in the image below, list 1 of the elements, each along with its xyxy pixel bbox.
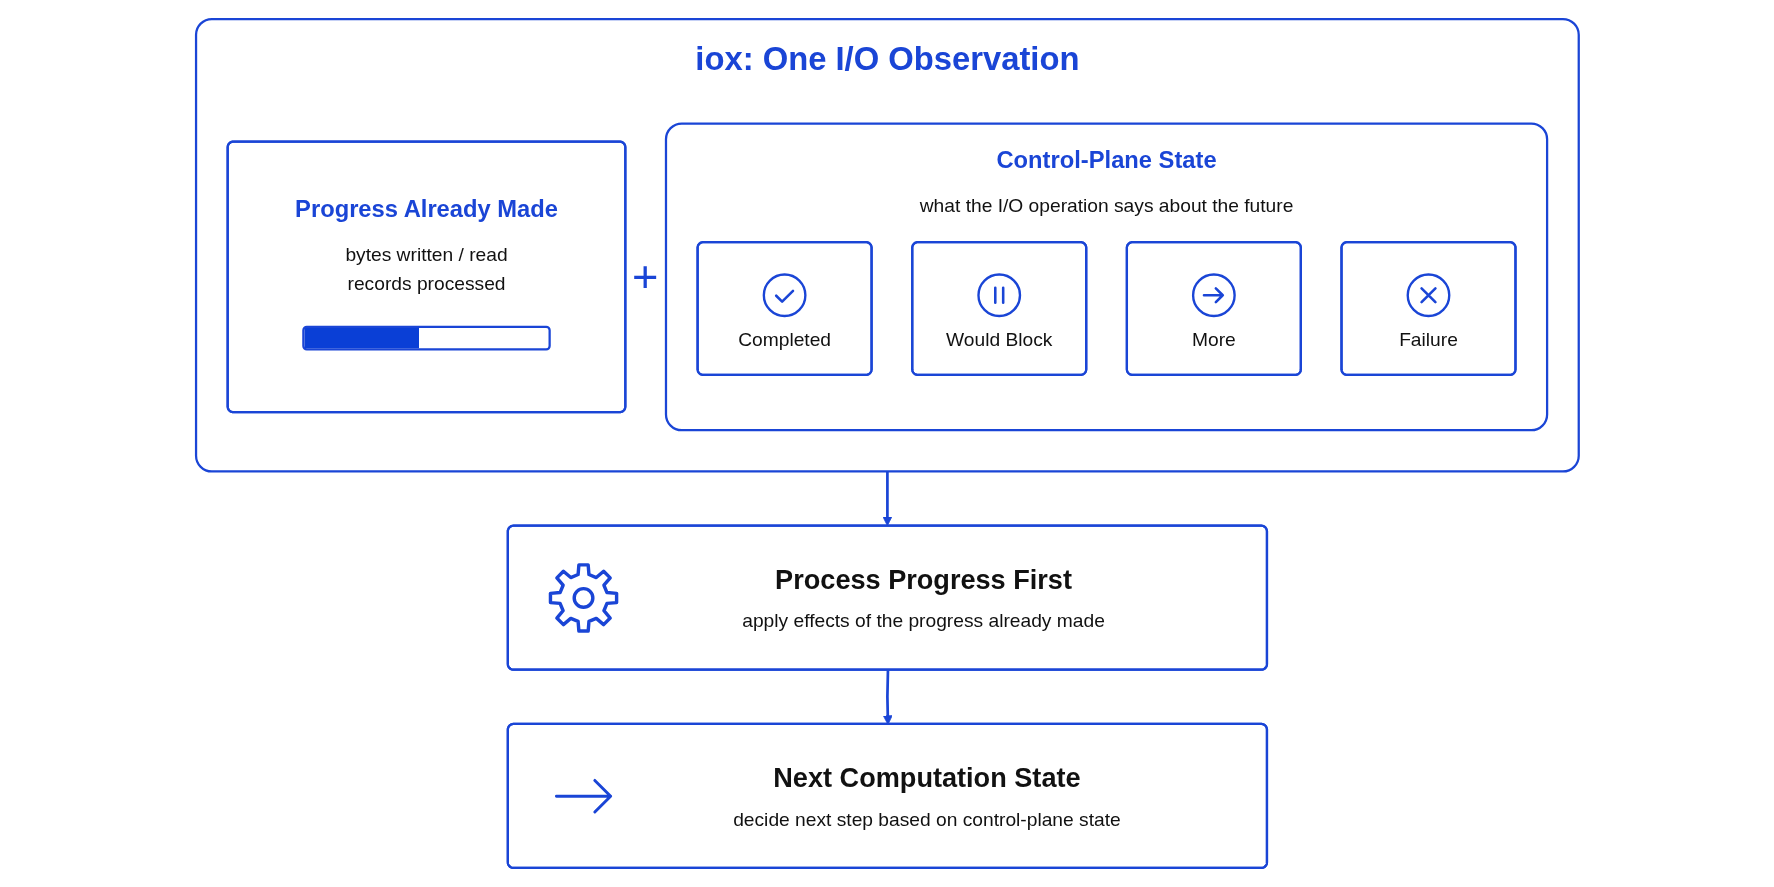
plus-sign: + — [632, 254, 659, 300]
